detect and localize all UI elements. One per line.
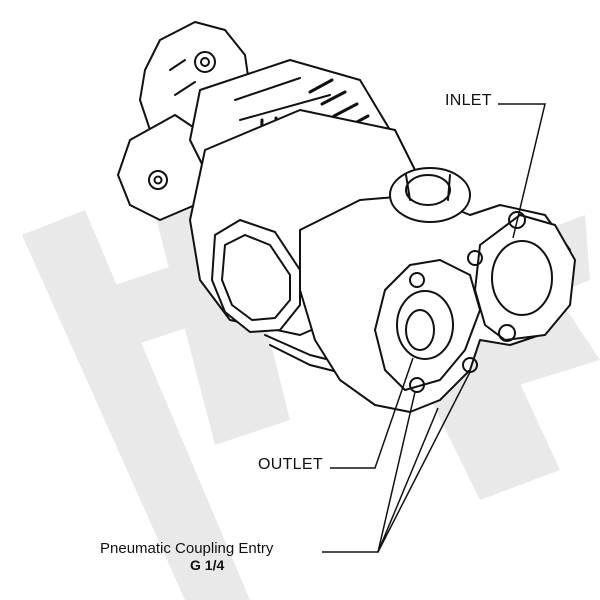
outlet-leader: [330, 357, 414, 469]
inlet-label: INLET: [445, 92, 492, 109]
gear-pump-drawing: [117, 21, 576, 413]
coupling-entry-label: Pneumatic Coupling Entry: [100, 540, 274, 557]
leader-lines: [322, 103, 546, 553]
inlet-leader: [498, 103, 546, 239]
coupling-leader-1: [322, 391, 416, 553]
coupling-size-label: G 1/4: [190, 557, 225, 573]
coupling-leader-3: [377, 371, 471, 553]
coupling-leader-2: [377, 407, 439, 553]
outlet-label: OUTLET: [258, 456, 323, 473]
